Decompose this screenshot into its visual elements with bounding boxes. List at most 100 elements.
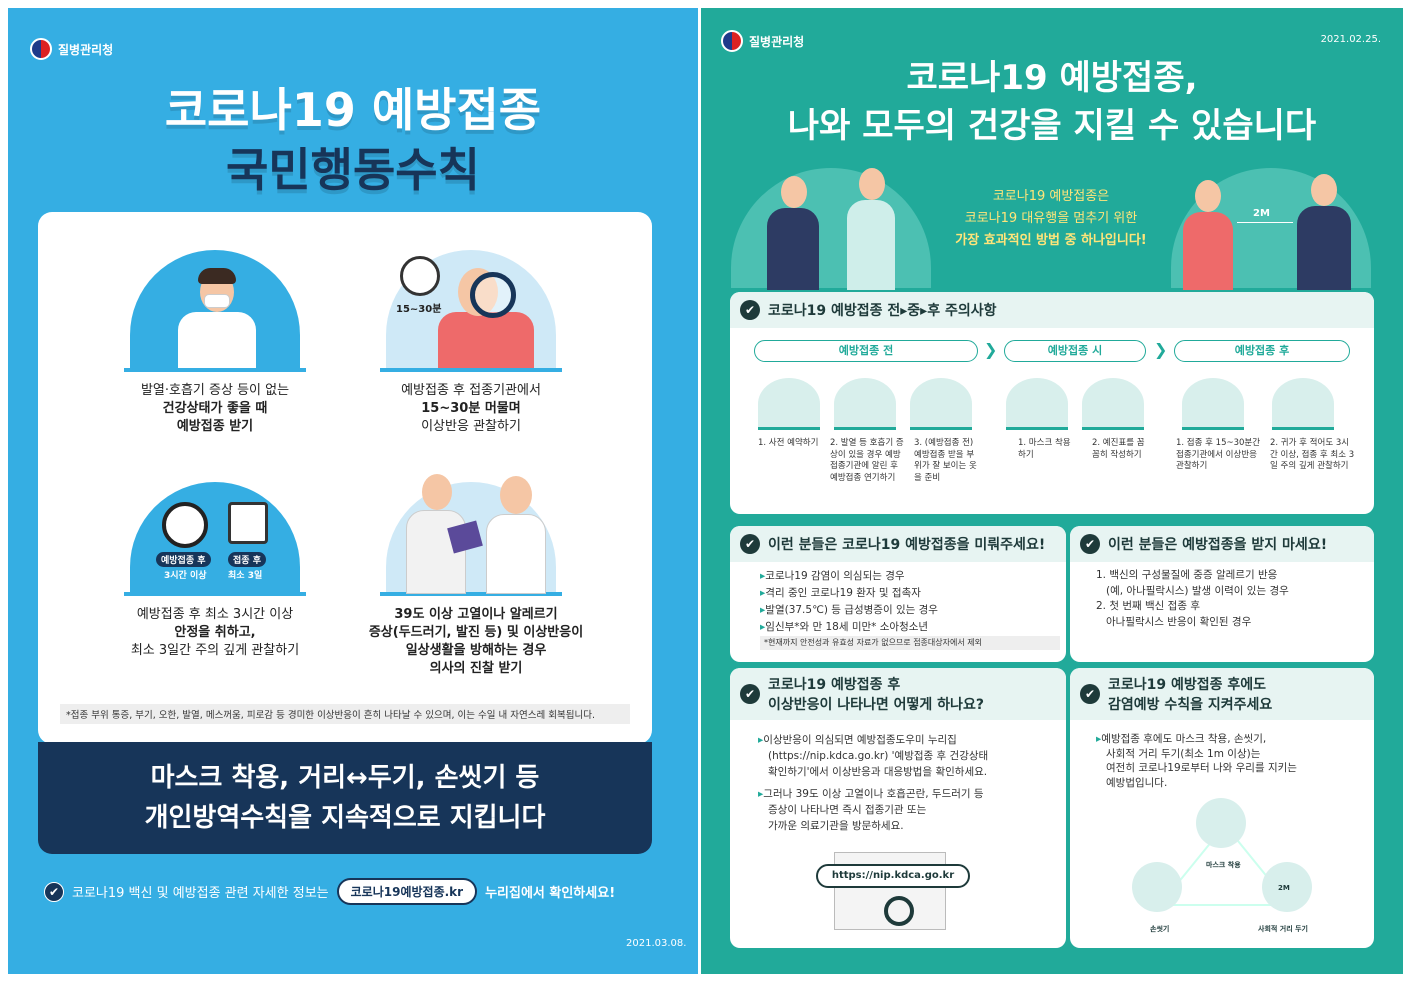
magnifier-icon	[1182, 378, 1244, 430]
person-head	[1311, 174, 1337, 206]
poster-title: 코로나19 예방접종 국민행동수칙	[8, 80, 698, 200]
nurse-body	[847, 200, 895, 290]
chevron-right-icon: ❯	[984, 340, 998, 359]
section-do-not: ✔ 이런 분들은 예방접종을 받지 마세요!	[1070, 526, 1374, 662]
info-row: ✔ 코로나19 백신 및 예방접종 관련 자세한 정보는 코로나19예방접종.k…	[44, 878, 615, 905]
divider-bar	[380, 368, 562, 372]
person-body	[1183, 212, 1233, 290]
step-reserve: 1. 사전 예약하기	[758, 438, 819, 448]
check-icon: ✔	[44, 881, 64, 902]
step-clothes: 3. (예방접종 전) 예방접종 받을 부위가 잘 보이는 옷을 준비	[914, 438, 977, 483]
nurse-head	[859, 168, 885, 200]
badge-3days: 최소 3일	[228, 571, 263, 581]
timer-label: 15~30분	[396, 304, 442, 315]
social-distance-icon	[1262, 862, 1312, 912]
agency-logo: 질병관리청	[30, 38, 113, 60]
hero-illustration-left	[731, 168, 931, 288]
agency-name: 질병관리청	[749, 34, 805, 49]
chevron-right-icon: ❯	[1154, 340, 1168, 359]
section-header: ✔ 이런 분들은 예방접종을 받지 마세요!	[1070, 526, 1374, 562]
info-text: 코로나19 백신 및 예방접종 관련 자세한 정보는	[72, 886, 329, 901]
check-icon: ✔	[1080, 684, 1100, 704]
shirt-icon	[910, 378, 972, 430]
section-header: ✔코로나19 예방접종 전▸중▸후 주의사항	[730, 292, 1374, 328]
website-link[interactable]: 코로나19예방접종.kr	[336, 878, 478, 905]
info-text-end: 누리집에서 확인하세요!	[485, 886, 616, 901]
tri-label-distance: 사회적 거리 두기	[1258, 925, 1308, 933]
calendar-icon	[758, 378, 820, 430]
distance-line	[1237, 222, 1293, 223]
check-icon: ✔	[740, 534, 760, 554]
section-title: 이런 분들은 코로나19 예방접종을 미뤄주세요!	[768, 537, 1046, 553]
triangle-lines	[1157, 823, 1293, 906]
checklist-icon	[1082, 378, 1144, 430]
stage-before: 예방접종 전	[754, 340, 978, 362]
person-body	[1297, 206, 1351, 290]
person-head	[781, 176, 807, 208]
title-line2: 나와 모두의 건강을 지킬 수 있습니다	[787, 106, 1317, 146]
face-mask-icon	[204, 294, 230, 308]
badge-after-vaccination: 예방접종 후	[156, 552, 211, 567]
person-body	[767, 208, 819, 290]
stage-during: 예방접종 시	[1004, 340, 1146, 362]
postpone-note: *현재까지 안전성과 유효성 자료가 없으므로 접종대상자에서 제외	[760, 636, 1060, 650]
phone-doctor-icon	[834, 378, 896, 430]
title-line1: 코로나19 예방접종,	[906, 58, 1198, 98]
adverse-list: ▸이상반응이 의심되면 예방접종도우미 누리집 (https://nip.kdc…	[758, 734, 989, 832]
banner-line1: 마스크 착용, 거리↔두기, 손씻기 등	[150, 763, 540, 793]
section-title: 코로나19 예방접종 전▸중▸후 주의사항	[768, 303, 997, 319]
patient-head	[500, 476, 532, 514]
postpone-list: ▸코로나19 감염이 의심되는 경우 ▸격리 중인 코로나19 환자 및 접촉자…	[760, 568, 1060, 650]
person-hair	[198, 268, 236, 284]
mask-icon	[1196, 798, 1246, 848]
hand-wash-icon	[1132, 862, 1182, 912]
taeguk-icon	[30, 38, 52, 60]
footnote: *접종 부위 통증, 부기, 오한, 발열, 메스꺼움, 피로감 등 경미한 이…	[60, 704, 630, 724]
step-form: 2. 예진표를 꼼꼼히 작성하기	[1092, 438, 1145, 460]
date-left: 2021.03.08.	[626, 938, 687, 949]
step-watch: 2. 귀가 후 적어도 3시간 이상, 접종 후 최소 3일 주의 깊게 관찰하…	[1270, 438, 1355, 471]
poster-title: 코로나19 예방접종, 나와 모두의 건강을 지킬 수 있습니다	[701, 54, 1403, 150]
step-observe: 1. 접종 후 15~30분간 접종기관에서 이상반응 관찰하기	[1176, 438, 1261, 471]
section-title: 이런 분들은 예방접종을 받지 마세요!	[1108, 537, 1328, 553]
check-icon: ✔	[1080, 534, 1100, 554]
tri-label-2m: 2M	[1278, 884, 1290, 892]
title-line1: 코로나19 예방접종	[164, 83, 542, 137]
agency-logo: 질병관리청	[721, 30, 804, 52]
step-postpone: 2. 발열 등 호흡기 증상이 있을 경우 예방접종기관에 알린 후 예방접종 …	[830, 438, 904, 483]
clock-calendar-icon	[1272, 378, 1334, 430]
clock-icon	[162, 502, 208, 548]
patient-body	[486, 514, 546, 594]
agency-name: 질병관리청	[58, 42, 114, 57]
section-header: ✔ 이런 분들은 코로나19 예방접종을 미뤄주세요!	[730, 526, 1066, 562]
navy-banner: 마스크 착용, 거리↔두기, 손씻기 등 개인방역수칙을 지속적으로 지킵니다	[38, 742, 652, 854]
tri-label-mask: 마스크 착용	[1206, 861, 1241, 869]
taeguk-icon	[721, 30, 743, 52]
person-body	[438, 312, 534, 368]
stopwatch-icon	[400, 256, 440, 296]
keep-rules-list: ▸예방접종 후에도 마스크 착용, 손씻기, 사회적 거리 두기(최소 1m 이…	[1096, 733, 1297, 789]
person-head	[1195, 180, 1221, 212]
person-body	[178, 312, 256, 368]
date-right: 2021.02.25.	[1320, 34, 1381, 45]
divider-bar	[380, 592, 562, 596]
mask-person-icon	[1006, 378, 1068, 430]
doctor-head	[422, 474, 452, 510]
magnifier-icon	[470, 272, 516, 318]
banner-line2: 개인방역수칙을 지속적으로 지킵니다	[144, 803, 546, 833]
magnifier-icon	[884, 896, 914, 926]
nip-url-link[interactable]: https://nip.kdca.go.kr	[816, 864, 970, 888]
step-mask: 1. 마스크 착용하기	[1018, 438, 1071, 460]
title-line2: 국민행동수칙	[226, 143, 480, 197]
tri-label-wash: 손씻기	[1150, 925, 1170, 933]
distance-label: 2M	[1253, 208, 1270, 219]
